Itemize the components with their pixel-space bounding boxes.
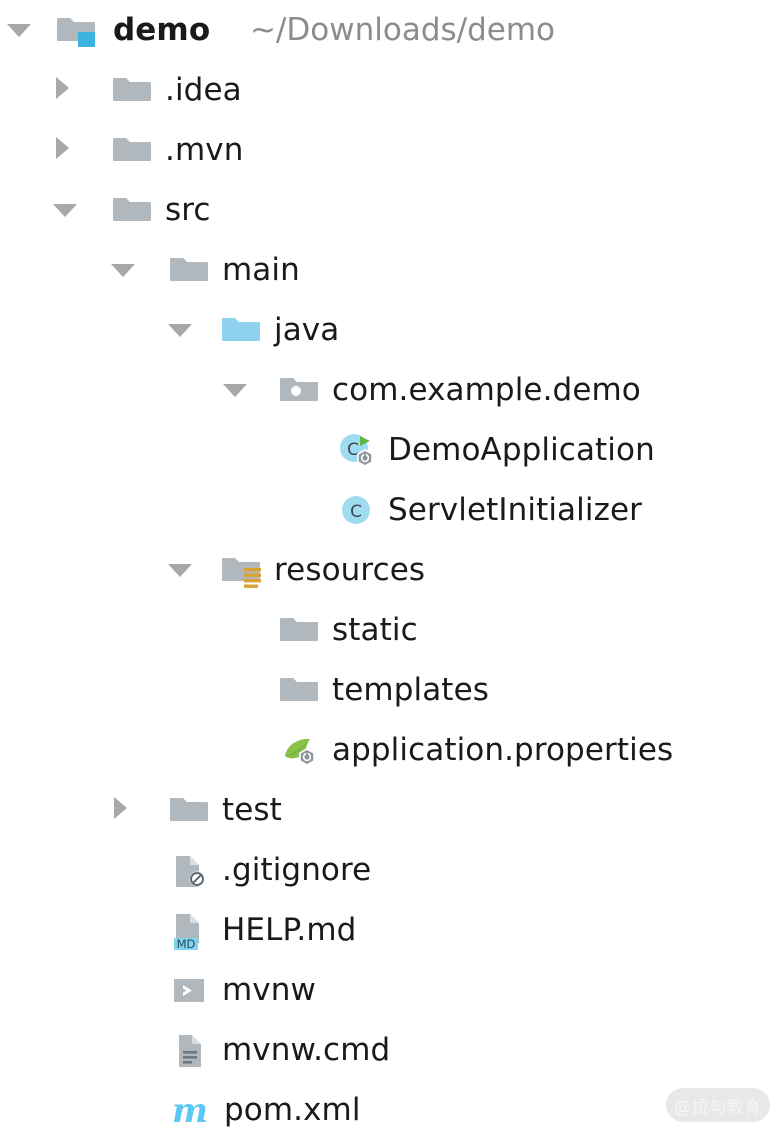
tree-row-label: HELP.md <box>222 911 357 948</box>
tree-row[interactable]: test <box>0 780 782 840</box>
tree-row-label: java <box>274 311 340 348</box>
tree-row[interactable]: com.example.demo <box>0 360 782 420</box>
tree-indent-spacer <box>220 720 250 780</box>
tree-row[interactable]: .gitignore <box>0 840 782 900</box>
tree-row[interactable]: MD HELP.md <box>0 900 782 960</box>
folder-icon <box>170 790 210 830</box>
tree-row[interactable]: demo ~/Downloads/demo <box>0 0 782 60</box>
tree-row[interactable]: main <box>0 240 782 300</box>
folder-icon <box>280 610 320 650</box>
chevron-down-icon[interactable] <box>4 0 34 60</box>
tree-row-label: .mvn <box>165 131 244 168</box>
watermark-badge: @拉勾教育 <box>666 1088 770 1122</box>
tree-row-label: src <box>165 191 211 228</box>
folder-icon <box>113 130 153 170</box>
project-path-label: ~/Downloads/demo <box>250 11 556 48</box>
tree-row[interactable]: C DemoApplication <box>0 420 782 480</box>
tree-row[interactable]: mvnw.cmd <box>0 1020 782 1080</box>
svg-text:C: C <box>350 502 362 522</box>
folder-icon <box>280 670 320 710</box>
shell-script-icon <box>170 970 210 1010</box>
tree-row[interactable]: application.properties <box>0 720 782 780</box>
tree-indent-spacer <box>108 1020 138 1080</box>
tree-indent-spacer <box>108 840 138 900</box>
tree-row-label: main <box>222 251 300 288</box>
tree-row-label: templates <box>332 671 489 708</box>
text-file-icon <box>170 1030 210 1070</box>
tree-row-label: test <box>222 791 282 828</box>
chevron-down-icon[interactable] <box>165 540 195 600</box>
tree-row[interactable]: java <box>0 300 782 360</box>
svg-text:m: m <box>172 1091 208 1131</box>
chevron-right-icon[interactable] <box>108 780 138 840</box>
tree-indent-spacer <box>220 600 250 660</box>
chevron-down-icon[interactable] <box>165 300 195 360</box>
tree-row-label: com.example.demo <box>332 371 641 408</box>
tree-row-label: .idea <box>165 71 242 108</box>
tree-row-label: mvnw.cmd <box>222 1031 391 1068</box>
java-class-icon: C <box>336 490 376 530</box>
package-icon <box>280 370 320 410</box>
chevron-down-icon[interactable] <box>220 360 250 420</box>
chevron-right-icon[interactable] <box>50 60 80 120</box>
svg-text:C: C <box>347 440 359 460</box>
maven-file-icon: m <box>170 1090 210 1131</box>
tree-row-label: static <box>332 611 418 648</box>
chevron-down-icon[interactable] <box>50 180 80 240</box>
tree-row[interactable]: .mvn <box>0 120 782 180</box>
tree-row[interactable]: src <box>0 180 782 240</box>
spring-boot-class-icon: C <box>336 430 376 470</box>
folder-icon <box>113 190 153 230</box>
tree-row[interactable]: templates <box>0 660 782 720</box>
tree-row[interactable]: m pom.xml <box>0 1080 782 1140</box>
watermark-text: @拉勾教育 <box>674 1097 762 1118</box>
resources-folder-icon <box>222 550 262 590</box>
spring-properties-icon <box>280 730 320 770</box>
tree-row-label: resources <box>274 551 426 588</box>
tree-indent-spacer <box>108 900 138 960</box>
tree-row[interactable]: static <box>0 600 782 660</box>
tree-row[interactable]: mvnw <box>0 960 782 1020</box>
folder-icon <box>170 250 210 290</box>
svg-text:MD: MD <box>177 937 196 951</box>
tree-indent-spacer <box>220 660 250 720</box>
tree-row-label: demo <box>113 11 211 48</box>
tree-indent-spacer <box>276 420 306 480</box>
chevron-right-icon[interactable] <box>50 120 80 180</box>
folder-icon <box>113 70 153 110</box>
tree-row-label: mvnw <box>222 971 316 1008</box>
source-root-folder-icon <box>222 310 262 350</box>
tree-indent-spacer <box>276 480 306 540</box>
tree-row-label: DemoApplication <box>388 431 655 468</box>
tree-row-label: application.properties <box>332 731 674 768</box>
tree-row-label: pom.xml <box>224 1091 361 1128</box>
chevron-down-icon[interactable] <box>108 240 138 300</box>
tree-row[interactable]: .idea <box>0 60 782 120</box>
tree-indent-spacer <box>108 960 138 1020</box>
tree-row[interactable]: C ServletInitializer <box>0 480 782 540</box>
module-folder-icon <box>57 10 97 50</box>
markdown-file-icon: MD <box>170 910 210 951</box>
tree-row[interactable]: resources <box>0 540 782 600</box>
tree-indent-spacer <box>108 1080 138 1140</box>
ignored-file-icon <box>170 850 210 890</box>
tree-row-label: .gitignore <box>222 851 372 888</box>
tree-row-label: ServletInitializer <box>388 491 642 528</box>
